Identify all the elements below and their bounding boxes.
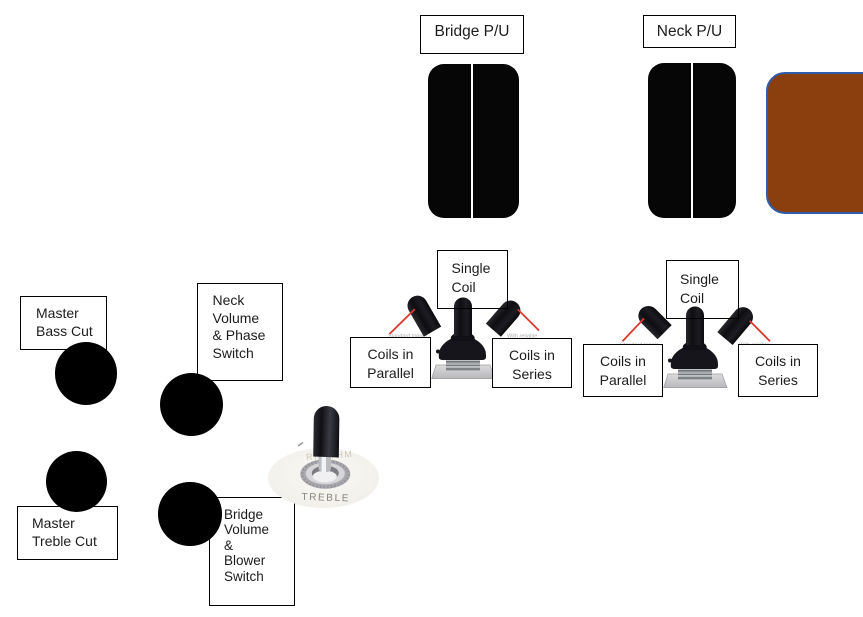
svg-text:With reliable: With reliable	[507, 334, 537, 340]
svg-text:TREBLE: TREBLE	[301, 492, 350, 505]
svg-text:Standard toggle: Standard toggle	[388, 334, 427, 340]
